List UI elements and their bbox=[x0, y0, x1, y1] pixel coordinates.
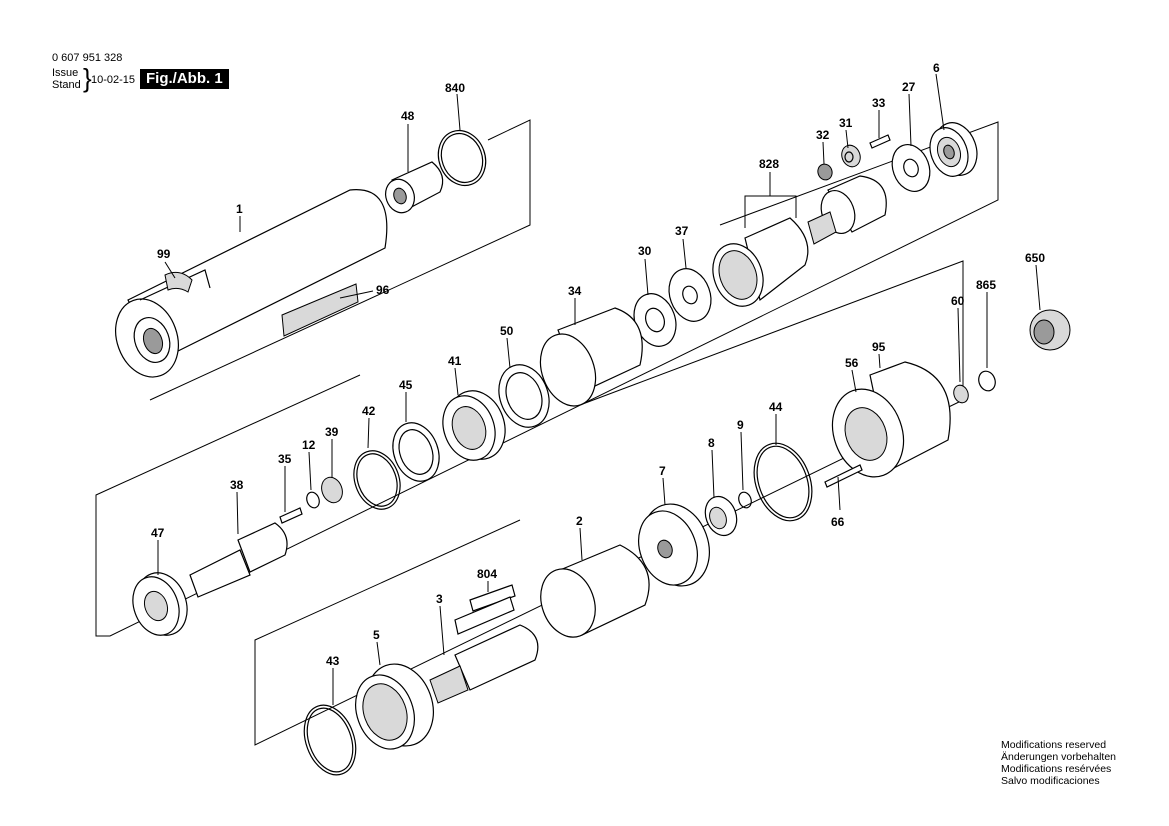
part-cylinder-2 bbox=[540, 544, 650, 638]
part-pin-66 bbox=[824, 464, 863, 488]
label-56: 56 bbox=[845, 356, 859, 370]
part-o-ring-42 bbox=[353, 450, 401, 510]
part-number-labels: 840 48 1 99 96 6 27 33 31 32 828 37 30 3… bbox=[151, 61, 1045, 668]
label-66: 66 bbox=[831, 515, 845, 529]
note-line: Modifications resérvées bbox=[1001, 763, 1112, 775]
label-865: 865 bbox=[976, 278, 996, 292]
label-3: 3 bbox=[436, 592, 443, 606]
part-ring-9 bbox=[738, 491, 752, 509]
part-vanes-804 bbox=[454, 584, 516, 635]
label-6: 6 bbox=[933, 61, 940, 75]
part-o-ring-44 bbox=[753, 442, 813, 522]
label-840: 840 bbox=[445, 81, 465, 95]
part-ring-50 bbox=[498, 364, 550, 428]
label-43: 43 bbox=[326, 654, 340, 668]
label-30: 30 bbox=[638, 244, 652, 258]
label-804: 804 bbox=[477, 567, 497, 581]
label-99: 99 bbox=[157, 247, 171, 261]
part-ball-bearing-6 bbox=[929, 122, 978, 177]
label-7: 7 bbox=[659, 464, 666, 478]
part-washer-37 bbox=[668, 268, 712, 322]
label-27: 27 bbox=[902, 80, 916, 94]
label-9: 9 bbox=[737, 418, 744, 432]
part-cylinder-34 bbox=[539, 307, 643, 407]
part-end-plate-7 bbox=[638, 503, 710, 587]
document-number: 0 607 951 328 bbox=[52, 52, 123, 64]
part-washer-45 bbox=[392, 422, 440, 482]
part-o-ring-840 bbox=[437, 129, 487, 187]
part-cap-95-56 bbox=[831, 361, 951, 478]
note-line: Modifications reserved bbox=[1001, 739, 1107, 751]
label-39: 39 bbox=[325, 425, 339, 439]
label-44: 44 bbox=[769, 400, 783, 414]
label-50: 50 bbox=[500, 324, 514, 338]
part-gear-32 bbox=[817, 163, 833, 181]
label-37: 37 bbox=[675, 224, 689, 238]
label-60: 60 bbox=[951, 294, 965, 308]
label-95: 95 bbox=[872, 340, 886, 354]
note-line: Salvo modificaciones bbox=[1001, 775, 1100, 787]
part-pin-33 bbox=[869, 134, 891, 149]
stand-label: Stand bbox=[52, 79, 81, 91]
part-washer-12 bbox=[306, 491, 320, 509]
label-12: 12 bbox=[302, 438, 316, 452]
label-1: 1 bbox=[236, 202, 243, 216]
label-96: 96 bbox=[376, 283, 390, 297]
label-33: 33 bbox=[872, 96, 886, 110]
part-o-ring-43 bbox=[303, 704, 357, 776]
issue-date: 10-02-15 bbox=[91, 74, 136, 86]
label-47: 47 bbox=[151, 526, 165, 540]
note-line: Änderungen vorbehalten bbox=[1001, 751, 1117, 763]
label-41: 41 bbox=[448, 354, 462, 368]
part-pin-35 bbox=[279, 507, 303, 524]
label-828: 828 bbox=[759, 157, 779, 171]
part-washer-27 bbox=[891, 144, 931, 192]
part-ring-gear-5 bbox=[355, 663, 434, 750]
label-42: 42 bbox=[362, 404, 376, 418]
label-35: 35 bbox=[278, 452, 292, 466]
part-rotor-3 bbox=[429, 624, 539, 704]
brace-glyph: } bbox=[83, 63, 92, 93]
part-o-ring-865 bbox=[978, 370, 996, 392]
figure-label: Fig./Abb. 1 bbox=[140, 69, 229, 89]
label-8: 8 bbox=[708, 436, 715, 450]
label-650: 650 bbox=[1025, 251, 1045, 265]
issue-block: Issue Stand } 10-02-15 Fig./Abb. 1 bbox=[52, 63, 252, 97]
label-2: 2 bbox=[576, 514, 583, 528]
part-bearing-8 bbox=[704, 495, 738, 537]
part-screw-60 bbox=[953, 384, 969, 404]
label-5: 5 bbox=[373, 628, 380, 642]
part-bushing-48 bbox=[385, 161, 444, 214]
label-38: 38 bbox=[230, 478, 244, 492]
part-ring-30 bbox=[633, 293, 677, 347]
label-48: 48 bbox=[401, 109, 415, 123]
label-31: 31 bbox=[839, 116, 853, 130]
part-bearing-41 bbox=[442, 390, 506, 461]
part-gear-39 bbox=[321, 476, 343, 504]
part-spindle-38 bbox=[189, 522, 288, 598]
label-32: 32 bbox=[816, 128, 830, 142]
issue-label: Issue bbox=[52, 67, 79, 79]
part-housing bbox=[115, 189, 388, 378]
part-planet-carrier-828 bbox=[712, 175, 887, 307]
part-plug-650 bbox=[1029, 309, 1071, 351]
label-34: 34 bbox=[568, 284, 582, 298]
part-gear-31 bbox=[841, 144, 861, 168]
label-45: 45 bbox=[399, 378, 413, 392]
leader-lines bbox=[157, 73, 1041, 705]
part-bearing-47 bbox=[132, 572, 188, 636]
modification-notes: Modifications reserved Änderungen vorbeh… bbox=[1001, 739, 1116, 787]
